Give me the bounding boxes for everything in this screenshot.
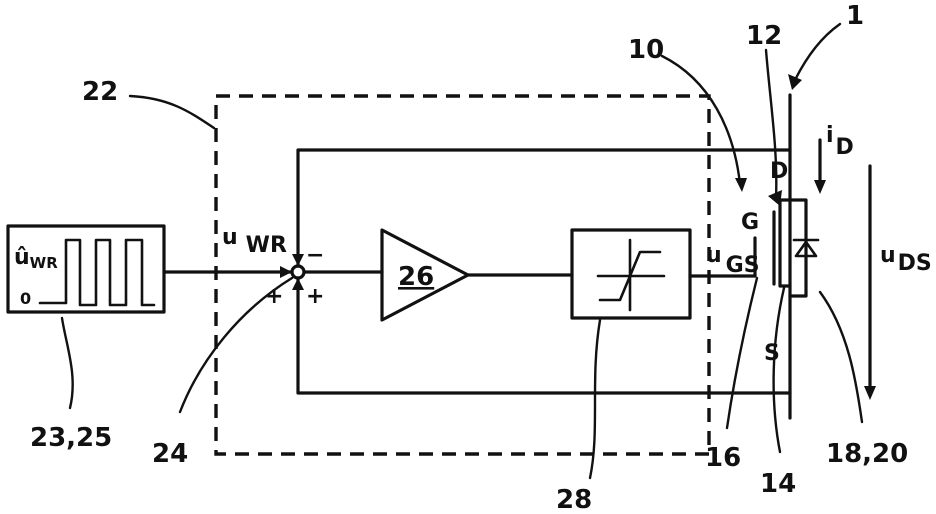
leader-16 <box>725 276 759 430</box>
leader-10-arrowhead <box>735 178 747 192</box>
ref-28: 28 <box>556 485 592 514</box>
u-ds-label: uDS <box>880 243 932 276</box>
ref-12: 12 <box>746 21 782 51</box>
square-wave <box>38 238 156 307</box>
gate-label: G <box>741 210 759 235</box>
plus-sign-right: + <box>306 284 324 309</box>
leader-22 <box>128 94 216 130</box>
mosfet <box>772 93 808 420</box>
i-d-label: iD <box>826 123 854 160</box>
source-label: S <box>764 341 780 366</box>
minus-sign: − <box>306 243 324 268</box>
i-d-arrowhead <box>814 180 826 194</box>
amplifier-triangle <box>380 228 470 322</box>
leader-12-arrowhead <box>768 190 782 206</box>
input-arrowhead <box>280 266 292 278</box>
generator-amplitude-label: ûWR <box>14 245 58 272</box>
feedback-top-arrowhead <box>292 254 304 266</box>
summing-junction <box>290 264 306 280</box>
feedback-top-line <box>296 148 792 268</box>
ref-10: 10 <box>628 35 664 65</box>
plus-sign-left: + <box>265 284 283 309</box>
feedback-bottom-line <box>296 276 792 395</box>
saturation-curve <box>598 250 662 302</box>
ref-18-20: 18,20 <box>826 439 908 469</box>
signal-generator-block: ûWR 0 <box>6 224 166 314</box>
leader-1-arrowhead <box>788 74 802 90</box>
leader-18-20 <box>818 290 864 424</box>
ref-16: 16 <box>705 443 741 473</box>
leader-28 <box>588 318 602 480</box>
u-ds-arrowhead <box>864 386 876 400</box>
leader-10 <box>660 54 742 186</box>
leader-24 <box>178 276 294 414</box>
ref-23-25: 23,25 <box>30 423 112 453</box>
ref-24: 24 <box>152 439 188 469</box>
generator-zero-label: 0 <box>20 289 31 308</box>
body-diode <box>792 238 820 258</box>
leader-12 <box>764 48 778 200</box>
leader-1 <box>793 22 842 82</box>
ref-22: 22 <box>82 77 118 107</box>
amplifier-number: 26 <box>398 262 434 292</box>
limiter-block <box>570 228 692 320</box>
ref-14: 14 <box>760 469 796 499</box>
leader-14 <box>772 286 786 454</box>
leader-23-25 <box>60 316 74 410</box>
feedback-bottom-arrowhead <box>292 278 304 290</box>
drain-label: D <box>770 159 788 184</box>
ref-1: 1 <box>846 1 864 31</box>
